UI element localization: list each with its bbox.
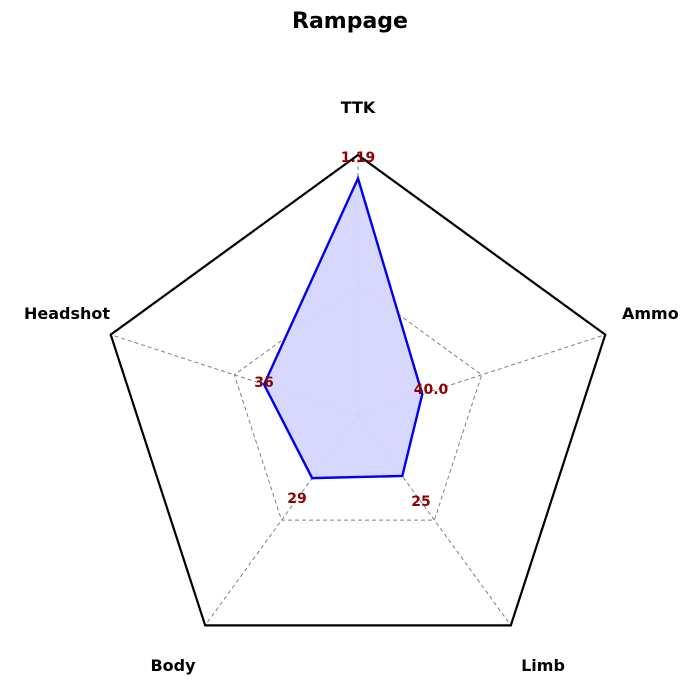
axis-label-ttk: TTK xyxy=(341,98,376,117)
value-label-body: 29 xyxy=(287,491,306,507)
axis-label-limb: Limb xyxy=(521,656,565,675)
grid-ring-1 xyxy=(233,284,483,521)
axis-label-headshot: Headshot xyxy=(24,304,110,323)
chart-title: Rampage xyxy=(292,9,408,34)
outer-frame xyxy=(109,153,607,627)
value-label-ammo: 40.0 xyxy=(414,382,449,398)
value-label-ttk: 1.19 xyxy=(341,150,376,166)
series-layer xyxy=(262,174,424,480)
axis-label-body: Body xyxy=(150,656,196,675)
axis-label-ammo: Ammo xyxy=(622,304,679,323)
value-label-limb: 25 xyxy=(411,494,430,510)
outer-pentagon xyxy=(109,153,607,627)
value-label-headshot: 36 xyxy=(254,375,273,391)
series-polygon xyxy=(262,174,424,480)
